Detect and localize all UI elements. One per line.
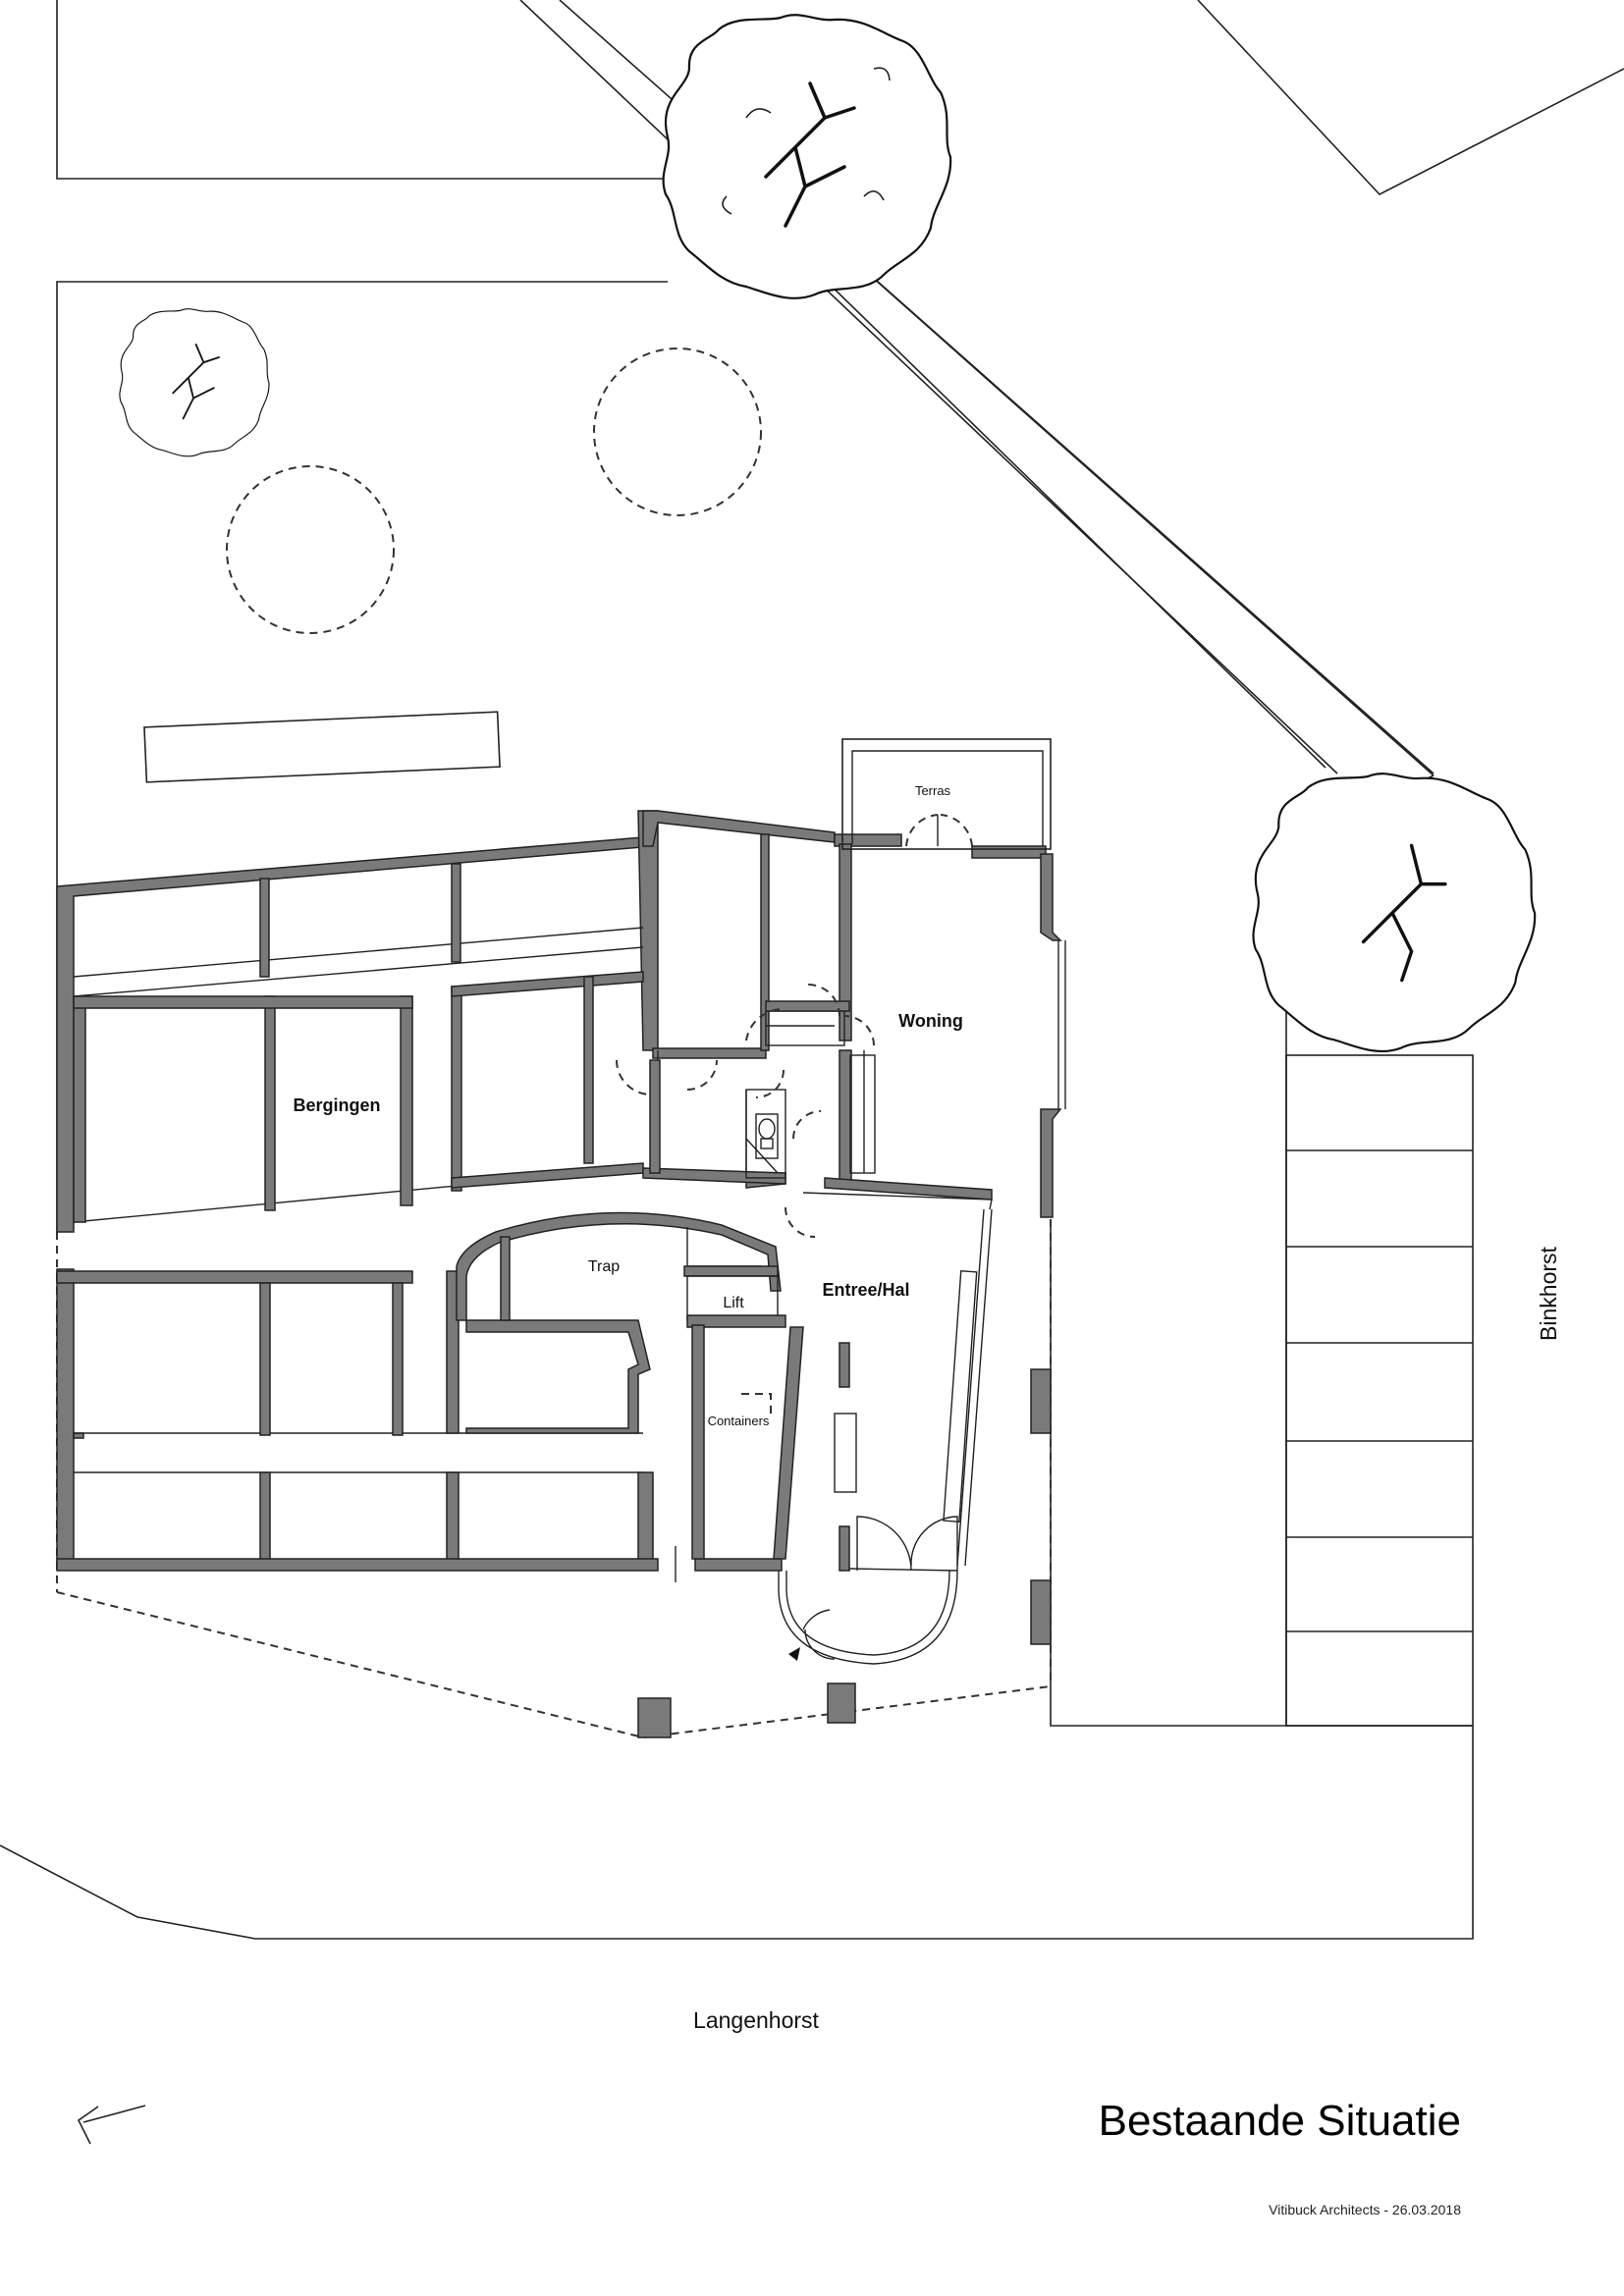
bench <box>143 711 501 783</box>
street-binkhorst: Binkhorst <box>1536 1246 1561 1340</box>
tree-icon <box>662 14 952 299</box>
south-block <box>56 1268 783 1582</box>
north-arrow-icon <box>77 2105 146 2145</box>
toilet-icon <box>745 1113 779 1174</box>
door-swings <box>616 814 973 1660</box>
planned-tree-circle <box>593 347 762 516</box>
terras-outline <box>841 738 1052 850</box>
bergingen-block <box>56 810 659 1233</box>
terras-label: Terras <box>915 783 951 798</box>
containers-label: Containers <box>708 1414 770 1428</box>
stair-lift-core <box>456 1211 804 1560</box>
lift-label: Lift <box>723 1295 744 1311</box>
woning-block <box>642 738 1066 1218</box>
bergingen-label: Bergingen <box>293 1095 380 1115</box>
planned-tree-circle <box>226 465 395 634</box>
drawing-title: Bestaande Situatie <box>1099 2097 1461 2145</box>
entree-hal-label: Entree/Hal <box>822 1280 909 1300</box>
woning-label: Woning <box>898 1011 963 1031</box>
entree-hal <box>637 1192 1052 1738</box>
trap-label: Trap <box>588 1258 620 1275</box>
drawing-credit: Vitibuck Architects - 26.03.2018 <box>1269 2202 1461 2217</box>
parking-strip <box>1285 1054 1474 1727</box>
tree-icon <box>119 308 270 457</box>
street-langenhorst: Langenhorst <box>693 2007 819 2033</box>
tree-icon <box>1252 773 1537 1052</box>
